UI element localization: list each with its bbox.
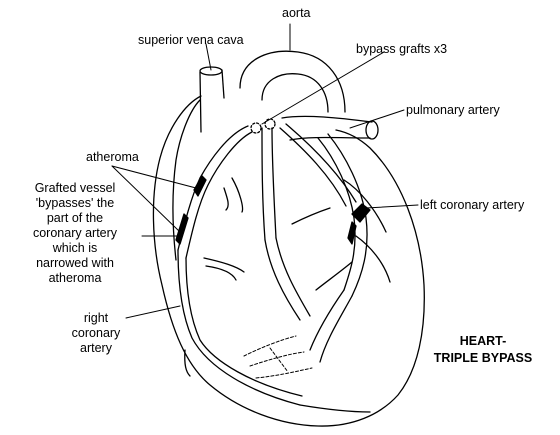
bypass-grafts-label: bypass grafts x3 [356,42,448,56]
left-coronary-artery-label: left coronary artery [420,198,525,212]
right-coronary-line-2: coronary [71,326,121,340]
right-coronary-line-1: right [83,311,109,325]
aorta [239,50,346,113]
left-coronary-artery [291,133,391,363]
grafted-vessel-line-3: part of the [46,211,104,225]
posterior-vessels [243,335,313,379]
heart-outline [152,95,425,427]
grafted-vessel-line-2: 'bypasses' the [35,196,115,210]
grafted-vessel-label: Grafted vessel 'bypasses' the part of th… [8,181,142,286]
right-coronary-line-3: artery [80,341,112,355]
pulmonary-artery-label: pulmonary artery [406,103,500,117]
grafted-vessel-line-6: narrowed with [36,256,114,270]
grafted-vessel-line-7: atheroma [48,271,102,285]
bypass-grafts [177,118,357,259]
right-coronary-artery [177,249,371,413]
title-line-2: TRIPLE BYPASS [433,351,533,365]
leader-lines [111,23,419,319]
grafted-vessel-line-4: coronary artery [32,226,118,240]
superior-vena-cava-label: superior vena cava [138,33,244,47]
right-coronary-artery-label: right coronary artery [66,311,126,356]
title-line-1: HEART- [459,334,507,348]
aorta-label: aorta [282,6,311,20]
middle-branches [203,177,311,321]
grafted-vessel-line-5: which is [52,241,98,255]
atheroma-label: atheroma [86,150,139,164]
diagram-title: HEART- TRIPLE BYPASS [418,333,548,367]
atheroma-blockages [175,175,371,245]
grafted-vessel-line-1: Grafted vessel [34,181,116,195]
superior-vena-cava [199,66,225,133]
